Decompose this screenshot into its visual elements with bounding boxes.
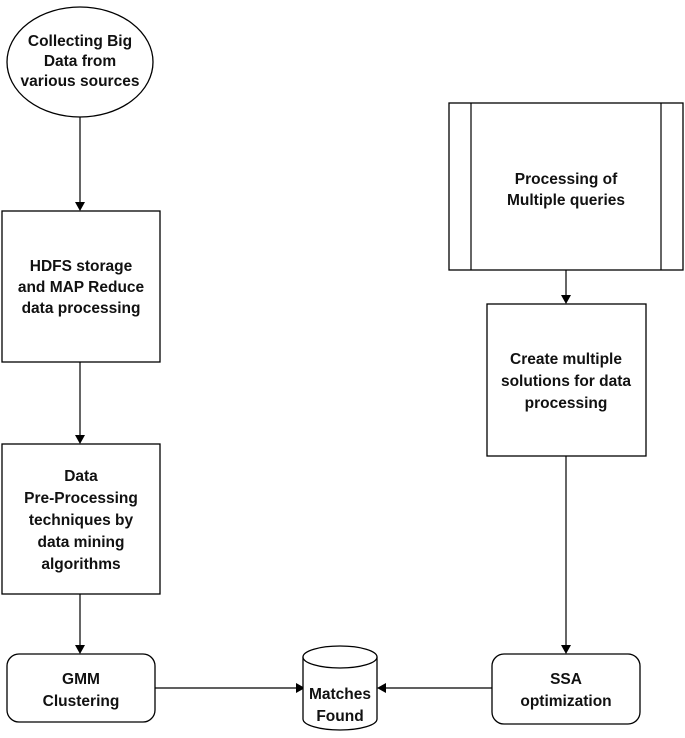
node-label-line: data mining xyxy=(38,534,125,551)
edge-queries-to-solutions xyxy=(561,270,571,304)
node-label-line: processing xyxy=(525,395,608,412)
edge-gmm-to-matches xyxy=(155,683,305,693)
edge-solutions-to-ssa xyxy=(561,456,571,654)
node-label-line: SSA xyxy=(550,671,582,688)
node-processing-queries: Processing of Multiple queries xyxy=(448,102,684,271)
node-label-line: data processing xyxy=(22,300,141,317)
node-matches-found: Matches Found xyxy=(302,645,378,731)
node-label-line: GMM xyxy=(62,671,100,688)
node-label-line: Multiple queries xyxy=(507,192,625,209)
node-gmm-clustering: GMM Clustering xyxy=(6,653,156,723)
node-label-line: various sources xyxy=(21,73,140,90)
node-label-line: techniques by xyxy=(29,512,134,529)
node-label-line: Pre-Processing xyxy=(24,490,138,507)
node-hdfs-storage: HDFS storage and MAP Reduce data process… xyxy=(1,210,161,363)
node-label-line: algorithms xyxy=(41,556,120,573)
node-label-line: Create multiple xyxy=(510,351,622,368)
node-label-line: Processing of xyxy=(515,171,618,188)
node-label-line: Clustering xyxy=(43,693,120,710)
node-label-line: solutions for data xyxy=(501,373,631,390)
node-label-line: Data from xyxy=(44,53,116,70)
node-label-line: Collecting Big xyxy=(28,33,132,50)
node-label-line: Data xyxy=(64,468,98,485)
edge-hdfs-to-preprocess xyxy=(75,362,85,444)
edge-ssa-to-matches xyxy=(377,683,492,693)
node-label-line: optimization xyxy=(520,693,611,710)
edge-collect-to-hdfs xyxy=(75,117,85,211)
node-label-line: and MAP Reduce xyxy=(18,279,145,296)
node-label-line: Found xyxy=(316,708,363,725)
edge-preprocess-to-gmm xyxy=(75,594,85,654)
node-label-line: Matches xyxy=(309,686,371,703)
node-collecting-big-data: Collecting Big Data from various sources xyxy=(6,6,154,118)
node-create-solutions: Create multiple solutions for data proce… xyxy=(486,303,647,457)
node-label-line: HDFS storage xyxy=(30,258,133,275)
node-data-preprocessing: Data Pre-Processing techniques by data m… xyxy=(1,443,161,595)
node-ssa-optimization: SSA optimization xyxy=(491,653,641,725)
